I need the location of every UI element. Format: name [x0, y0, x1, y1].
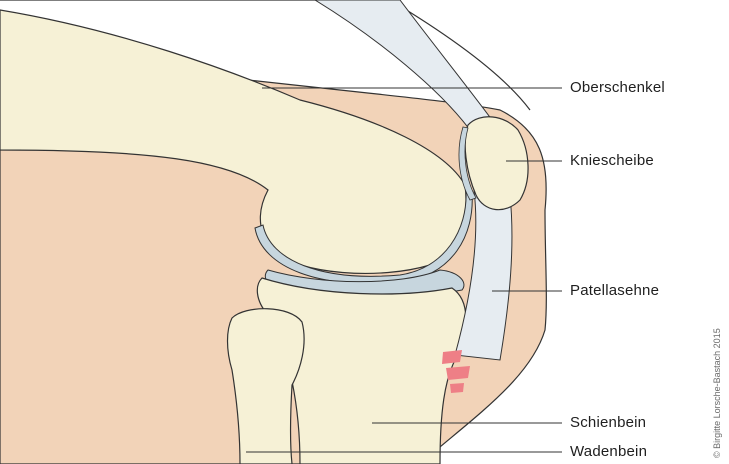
label-wadenbein: Wadenbein — [570, 443, 647, 460]
label-schienbein: Schienbein — [570, 414, 646, 431]
label-kniescheibe: Kniescheibe — [570, 152, 654, 169]
label-oberschenkel: Oberschenkel — [570, 79, 665, 96]
copyright-credit: © Birgitte Lorsche-Bastach 2015 — [712, 328, 722, 458]
label-patellasehne: Patellasehne — [570, 282, 659, 299]
